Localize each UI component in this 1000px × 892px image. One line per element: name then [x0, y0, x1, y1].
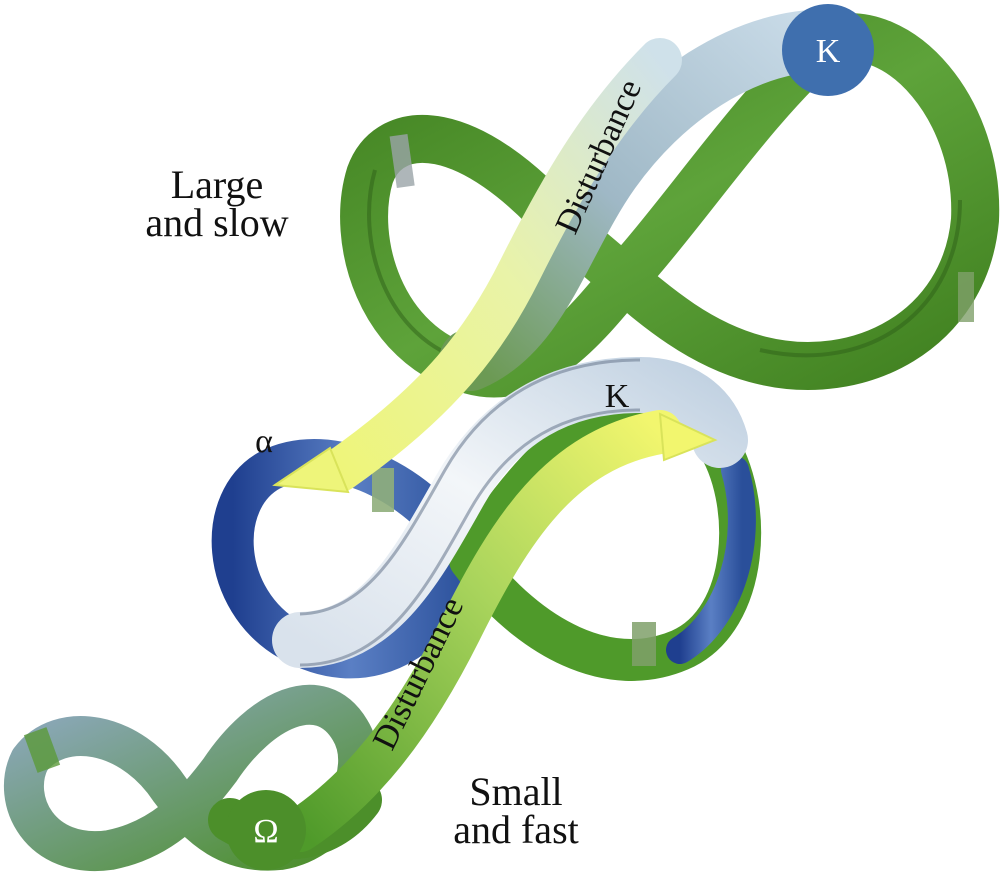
large-loop-cross-band [439, 9, 861, 391]
middle-loop-cross-edge [299, 408, 641, 667]
large-loop-fold-left [389, 133, 415, 188]
disturbance-arrow-top-shaft [318, 38, 682, 492]
k-label-top: K [816, 33, 841, 70]
disturbance-arrow-bottom-head [658, 412, 718, 462]
small-fast-label-line1: Small [469, 769, 562, 814]
disturbance-arrow-top-head [272, 446, 350, 494]
middle-loop-cross-band [272, 356, 748, 668]
small-fast-label-line2: and fast [453, 807, 579, 852]
middle-loop-fold-left [372, 468, 394, 512]
omega-node [226, 790, 306, 870]
middle-loop-cross-edge-top [299, 358, 641, 616]
k-label-middle: K [605, 378, 630, 415]
large-slow-label-line2: and slow [145, 200, 288, 245]
middle-loop-fold-right [632, 622, 656, 666]
large-loop-edge-right [759, 199, 962, 358]
small-loop-fold [23, 727, 61, 773]
omega-label: Ω [253, 813, 278, 850]
large-slow-label-line1: Large [171, 162, 264, 207]
middle-loop-right-outer [666, 456, 756, 664]
middle-loop [211, 356, 762, 681]
k-node-top [782, 4, 874, 96]
disturbance-arrow-bottom-shaft [278, 410, 682, 852]
large-loop-back-band [340, 13, 1000, 398]
large-loop-edge [367, 169, 471, 364]
large-slow-loop [340, 9, 1000, 398]
large-loop-fold-right [958, 272, 974, 322]
alpha-label: α [255, 423, 273, 460]
